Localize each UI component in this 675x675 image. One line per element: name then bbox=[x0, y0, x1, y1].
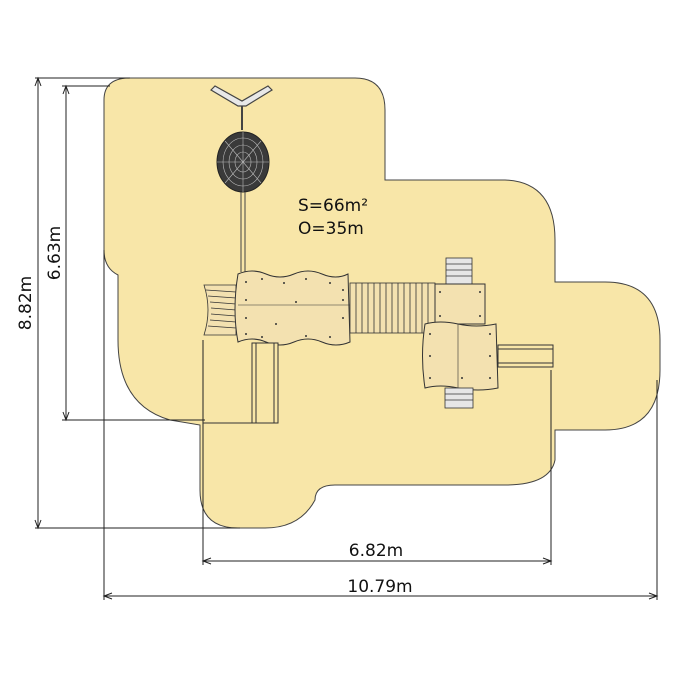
ladder-bottom bbox=[444, 387, 474, 409]
dimension-inner-width bbox=[201, 340, 553, 565]
net-climber bbox=[216, 131, 270, 193]
dim-inner-width-label: 6.82m bbox=[349, 541, 403, 561]
tower-lower-platform bbox=[422, 321, 499, 391]
dimension-total-width bbox=[102, 250, 659, 600]
dim-total-width-label: 10.79m bbox=[347, 577, 412, 597]
dim-inner-height-label: 6.63m bbox=[45, 226, 65, 280]
slide-right bbox=[497, 344, 554, 368]
bolt-dots bbox=[245, 278, 491, 379]
dimension-total-height bbox=[34, 76, 240, 530]
main-platform bbox=[234, 270, 351, 346]
area-label: S=66m² bbox=[298, 196, 368, 216]
ladder-top bbox=[445, 257, 473, 285]
tower-upper-platform bbox=[434, 283, 486, 325]
rope-line bbox=[240, 192, 246, 272]
bridge bbox=[349, 282, 436, 334]
slide-left bbox=[251, 342, 279, 424]
rope-frame bbox=[210, 85, 273, 130]
dimension-inner-height bbox=[62, 84, 205, 422]
spiral-steps bbox=[203, 284, 237, 336]
perimeter-label: O=35m bbox=[298, 219, 364, 239]
dim-total-height-label: 8.82m bbox=[16, 276, 36, 330]
